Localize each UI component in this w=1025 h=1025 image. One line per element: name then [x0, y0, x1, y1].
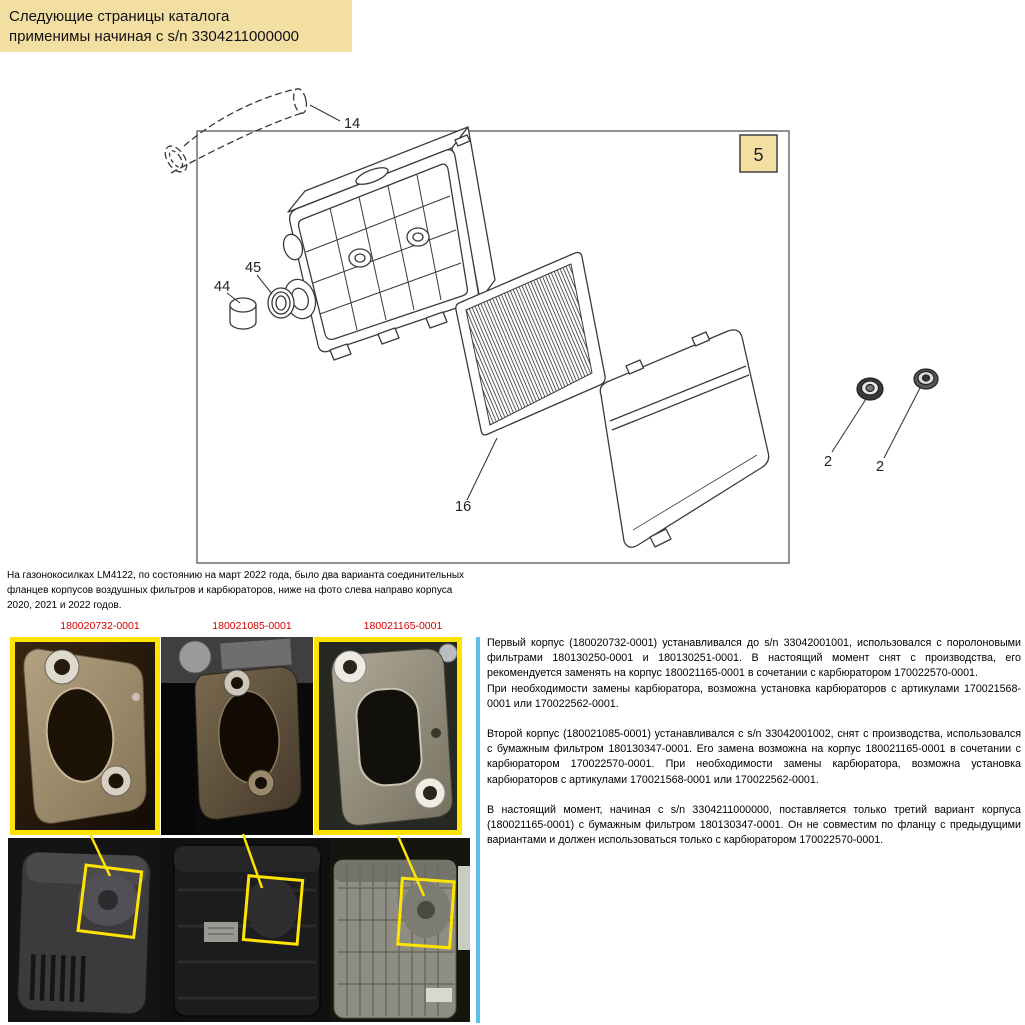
- page-number: 5: [753, 145, 763, 165]
- callout-44: 44: [214, 279, 230, 295]
- article-label-2: 180021085-0001: [212, 620, 292, 632]
- exploded-diagram: 5: [164, 88, 939, 564]
- diagram-border: [196, 130, 790, 564]
- intake-hose-drawing: [164, 88, 308, 174]
- paragraph-current-housing: В настоящий момент, начиная с s/n 330421…: [487, 803, 1021, 847]
- flange-nut-right-drawing: [913, 368, 939, 390]
- housing-photo-2020: [8, 838, 160, 1022]
- page-number-box: 5: [739, 134, 778, 173]
- filter-element-drawing: [455, 251, 606, 436]
- highlight-border-3: [314, 637, 462, 835]
- diagram-caption: На газонокосилках LM4122, по состоянию н…: [7, 570, 465, 611]
- filter-cover-drawing: [599, 329, 770, 548]
- article-label-3: 180021165-0001: [363, 620, 443, 632]
- flange-highlight-box-3: [396, 876, 456, 950]
- callout-2-left: 2: [824, 454, 832, 470]
- housing-photo-2021: [160, 838, 330, 1022]
- flange-highlight-box-1: [76, 863, 144, 940]
- body-text: Первый корпус (180020732-0001) устанавли…: [487, 636, 1021, 848]
- paragraph-second-housing: Второй корпус (180021085-0001) устанавли…: [487, 727, 1021, 786]
- callout-16: 16: [455, 499, 471, 515]
- paragraph-carb-replacement: При необходимости замены карбюратора, во…: [487, 682, 1021, 710]
- highlight-border-1: [10, 637, 160, 835]
- air-filter-housing-drawing: [282, 126, 496, 361]
- vertical-divider: [476, 637, 480, 1023]
- callout-14: 14: [344, 116, 360, 132]
- flange-highlight-box-2: [241, 874, 305, 946]
- flange-photo-2021: [161, 637, 313, 835]
- article-label-1: 180020732-0001: [60, 620, 140, 632]
- callout-leaders: [226, 104, 921, 501]
- callout-2-right: 2: [876, 459, 884, 475]
- flange-nut-left-drawing: [856, 377, 884, 401]
- paragraph-first-housing: Первый корпус (180020732-0001) устанавли…: [487, 637, 1021, 680]
- flange-photo-2022: [314, 637, 462, 835]
- callout-45: 45: [245, 260, 261, 276]
- serial-note: Следующие страницы каталога применимы на…: [0, 0, 352, 52]
- grommet-drawing: [267, 287, 295, 319]
- foam-plug-drawing: [229, 297, 257, 330]
- housing-photo-2022: [330, 838, 470, 1022]
- flange-photo-2020: [10, 637, 160, 835]
